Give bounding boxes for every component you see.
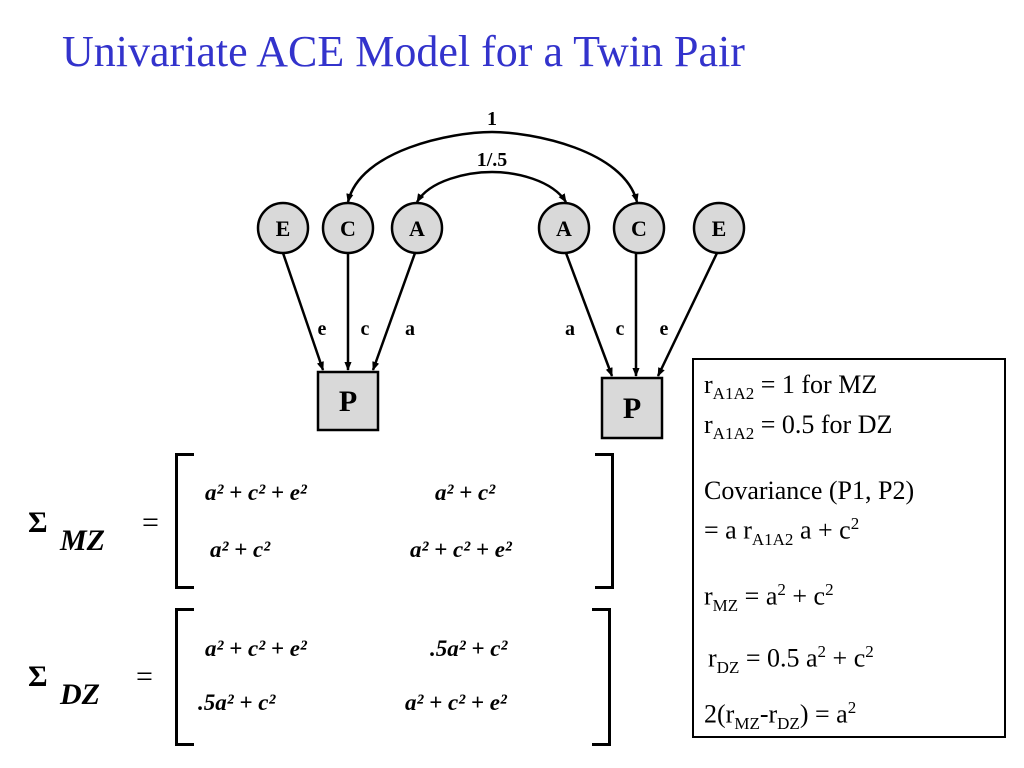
svg-text:C: C: [631, 216, 647, 241]
c-path-label-twin1: c: [361, 318, 370, 340]
sigma-mz-symbol: Σ: [28, 506, 48, 539]
svg-text:P: P: [339, 385, 357, 418]
r-mz-formula: rMZ = a2 + c2: [704, 580, 834, 615]
svg-text:A: A: [409, 216, 425, 241]
mz-left-bracket: [175, 453, 194, 589]
dz-right-bracket: [592, 608, 611, 746]
phenotype-box-twin2: [600, 376, 664, 440]
mz-correlation-line: rA1A2 = 1 for MZ: [704, 370, 878, 404]
covariance-formula: = a rA1A2 a + c2: [704, 514, 860, 549]
a-path-twin2: [564, 252, 614, 377]
svg-text:P: P: [623, 392, 641, 425]
dz-equals: =: [136, 660, 153, 693]
c-node-twin1: [321, 201, 375, 255]
svg-text:E: E: [276, 216, 291, 241]
page-title: Univariate ACE Model for a Twin Pair: [62, 27, 745, 76]
c-path-label-twin2: c: [616, 318, 625, 340]
mz-cell-21: a² + c²: [210, 537, 271, 562]
formula-info-box: rA1A2 = 1 for MZ rA1A2 = 0.5 for DZ Cova…: [692, 358, 1006, 738]
c-correlation-label: 1: [487, 108, 497, 130]
e-node-twin1: [256, 201, 310, 255]
dz-correlation-line: rA1A2 = 0.5 for DZ: [704, 410, 893, 444]
svg-text:E: E: [712, 216, 727, 241]
a-squared-formula: 2(rMZ-rDZ) = a2: [704, 698, 857, 733]
sigma-mz-subscript: MZ: [60, 524, 105, 557]
dz-cell-22: a² + c² + e²: [405, 690, 507, 715]
mz-cell-22: a² + c² + e²: [410, 537, 512, 562]
e-node-twin2: [692, 201, 746, 255]
a-correlation-label: 1/.5: [477, 149, 508, 171]
dz-left-bracket: [175, 608, 194, 746]
a-path-label-twin1: a: [405, 318, 415, 340]
svg-text:A: A: [556, 216, 572, 241]
e-path-label-twin1: e: [318, 318, 327, 340]
e-path-label-twin2: e: [660, 318, 669, 340]
covariance-title: Covariance (P1, P2): [704, 476, 915, 505]
sigma-dz-subscript: DZ: [60, 678, 100, 711]
a-node-twin1: [390, 201, 444, 255]
e-path-twin2: [656, 252, 719, 377]
dz-cell-21: .5a² + c²: [198, 690, 276, 715]
c-node-twin2: [612, 201, 666, 255]
e-path-twin1: [281, 252, 325, 371]
phenotype-box-twin1: [316, 370, 380, 432]
dz-cell-12: .5a² + c²: [430, 636, 508, 661]
a-path-twin1: [371, 252, 417, 371]
sigma-dz-symbol: Σ: [28, 660, 48, 693]
svg-text:C: C: [340, 216, 356, 241]
mz-equals: =: [142, 506, 159, 539]
a-node-twin2: [537, 201, 591, 255]
a-correlation-arc: [415, 170, 568, 203]
mz-cell-12: a² + c²: [435, 480, 496, 505]
a-path-label-twin2: a: [565, 318, 575, 340]
dz-cell-11: a² + c² + e²: [205, 636, 307, 661]
mz-right-bracket: [595, 453, 614, 589]
r-dz-formula: rDZ = 0.5 a2 + c2: [708, 642, 874, 677]
mz-cell-11: a² + c² + e²: [205, 480, 307, 505]
c-correlation-arc: [346, 130, 639, 203]
